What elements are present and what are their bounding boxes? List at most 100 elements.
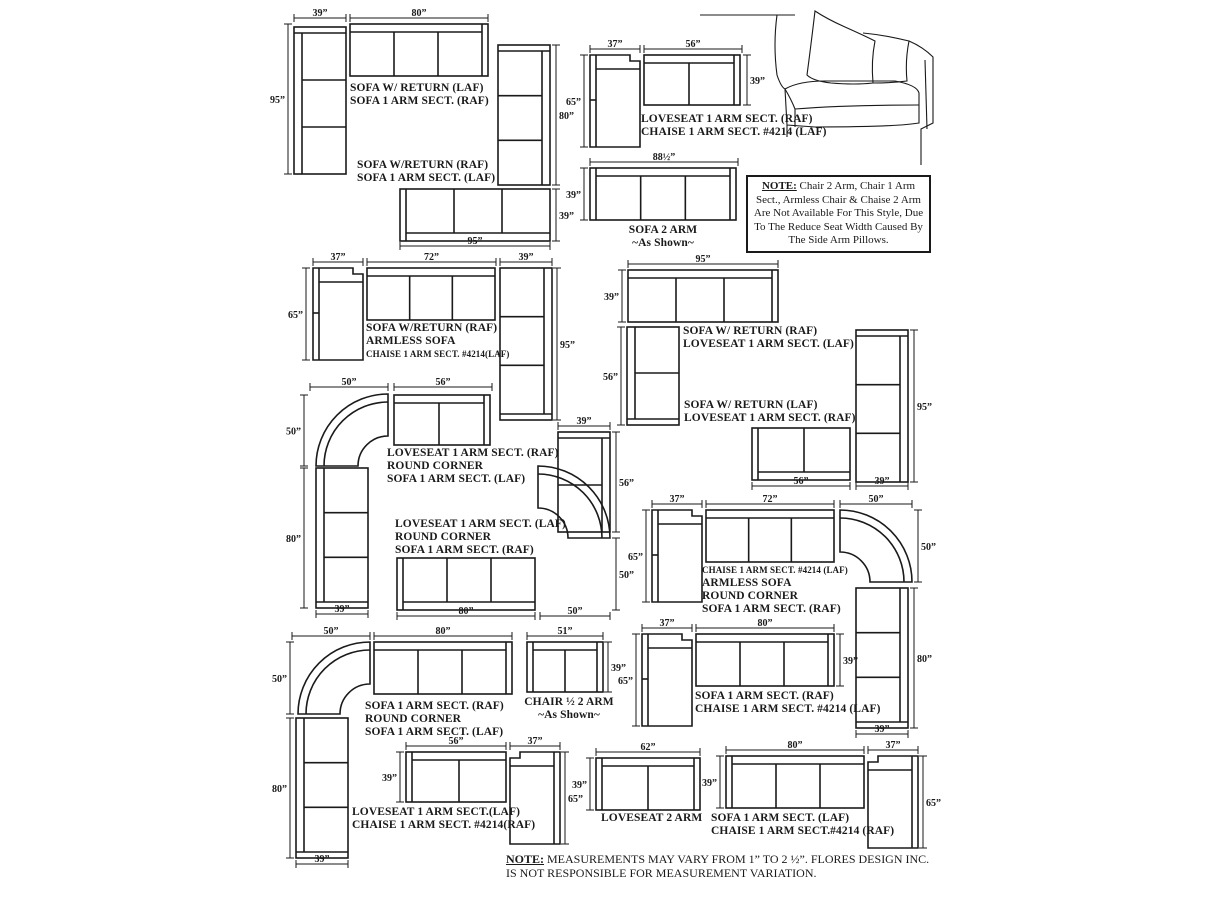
sofa-section [373, 641, 513, 695]
dimension-label: 50” [272, 674, 287, 685]
label-sofa-chaise-raf-laf: SOFA 1 ARM SECT. (RAF)CHAISE 1 ARM SECT.… [695, 690, 881, 715]
sofa-section [295, 717, 349, 859]
dimension-line [716, 755, 724, 809]
dimension-label: 65” [618, 676, 633, 687]
dimension-line [910, 587, 918, 729]
dimension-label: 39” [566, 190, 581, 201]
label-loveseat-chaise-bottom: LOVESEAT 1 ARM SECT.(LAF)CHAISE 1 ARM SE… [352, 806, 536, 831]
measurement-note: NOTE: MEASUREMENTS MAY VARY FROM 1” TO 2… [506, 852, 929, 880]
sofa-section [499, 267, 553, 421]
dimension-line [580, 167, 588, 221]
dimension-label: 80” [272, 784, 287, 795]
dimension-line [293, 14, 347, 22]
dimension-label: 65” [288, 310, 303, 321]
dimension-label: 65” [566, 97, 581, 108]
dimension-label: 39” [382, 773, 397, 784]
dimension-label: 80” [917, 654, 932, 665]
dimension-label: 56” [794, 476, 809, 487]
sofa-section [557, 431, 611, 533]
dimension-label: 72” [424, 252, 439, 263]
dimension-line [855, 730, 909, 738]
dimension-line [855, 482, 909, 490]
dimension-line [914, 509, 922, 583]
dimension-line [632, 633, 640, 727]
dimension-line [643, 45, 743, 53]
label-sofa-2-arm: SOFA 2 ARM~As Shown~ [628, 224, 698, 249]
label-chaise-armless-round: CHAISE 1 ARM SECT. #4214 (LAF)ARMLESS SO… [702, 565, 848, 615]
dimension-label: 80” [788, 740, 803, 751]
chaise-section [867, 755, 919, 849]
dimension-label: 50” [869, 494, 884, 505]
sofa-section [366, 267, 496, 321]
dimension-label: 80” [412, 8, 427, 19]
dimension-line [300, 467, 308, 609]
dimension-line [286, 641, 294, 715]
dimension-line [349, 14, 489, 22]
sofa-section [643, 54, 741, 106]
dimension-line [695, 624, 835, 632]
dimension-label: 39” [335, 604, 350, 615]
dimension-line [399, 242, 551, 250]
dimension-label: 39” [611, 663, 626, 674]
dimension-label: 37” [660, 618, 675, 629]
measurement-note-line2: IS NOT RESPONSIBLE FOR MEASUREMENT VARIA… [506, 866, 817, 880]
dimension-line [315, 610, 369, 618]
dimension-label: 65” [568, 794, 583, 805]
dimension-line [509, 742, 561, 750]
dimension-line [751, 482, 851, 490]
dimension-label: 50” [342, 377, 357, 388]
dimension-label: 39” [604, 292, 619, 303]
sofa-section [855, 329, 909, 483]
dimension-line [642, 509, 650, 603]
dimension-label: 39” [519, 252, 534, 263]
dimension-line [366, 258, 497, 266]
dimension-label: 39” [313, 8, 328, 19]
label-loveseat-chaise-top: LOVESEAT 1 ARM SECT. (RAF)CHAISE 1 ARM S… [641, 113, 827, 138]
availability-note: NOTE: Chair 2 Arm, Chair 1 Arm Sect., Ar… [746, 175, 931, 253]
measurement-note-line1: MEASUREMENTS MAY VARY FROM 1” TO 2 ½”. F… [544, 852, 930, 866]
sofa-section [399, 188, 551, 242]
dimension-label: 80” [559, 111, 574, 122]
dimension-label: 95” [917, 402, 932, 413]
dimension-line [617, 326, 625, 426]
dimension-line [373, 632, 513, 640]
sofa-section [595, 757, 701, 811]
sofa-section [627, 269, 779, 323]
dimension-label: 80” [286, 534, 301, 545]
dimension-label: 50” [324, 626, 339, 637]
dimension-label: 37” [670, 494, 685, 505]
dimension-line [618, 269, 626, 323]
dimension-label: 39” [875, 724, 890, 735]
dimension-label: 39” [572, 780, 587, 791]
dimension-line [286, 717, 294, 859]
dimension-line [836, 633, 844, 687]
dimension-line [867, 746, 919, 754]
sofa-section [497, 44, 551, 186]
round-corner-section [297, 641, 371, 715]
dimension-line [396, 751, 404, 803]
measurement-note-heading: NOTE: [506, 852, 545, 866]
availability-note-heading: NOTE: [761, 180, 797, 192]
round-corner-section [315, 393, 389, 467]
dimension-line [300, 394, 308, 467]
dimension-label: 95” [270, 95, 285, 106]
chaise-section [589, 54, 641, 148]
dimension-label: 37” [608, 39, 623, 50]
dimension-line [595, 748, 701, 756]
dimension-line [641, 624, 693, 632]
dimension-line [526, 632, 604, 640]
dimension-label: 62” [641, 742, 656, 753]
dimension-line [839, 500, 913, 508]
dimension-label: 39” [843, 656, 858, 667]
dimension-line [302, 267, 310, 361]
dimension-line [705, 500, 835, 508]
dimension-line [919, 755, 927, 849]
round-corner-section [839, 509, 913, 583]
dimension-label: 39” [875, 476, 890, 487]
dimension-line [539, 612, 611, 620]
dimension-line [552, 188, 560, 242]
